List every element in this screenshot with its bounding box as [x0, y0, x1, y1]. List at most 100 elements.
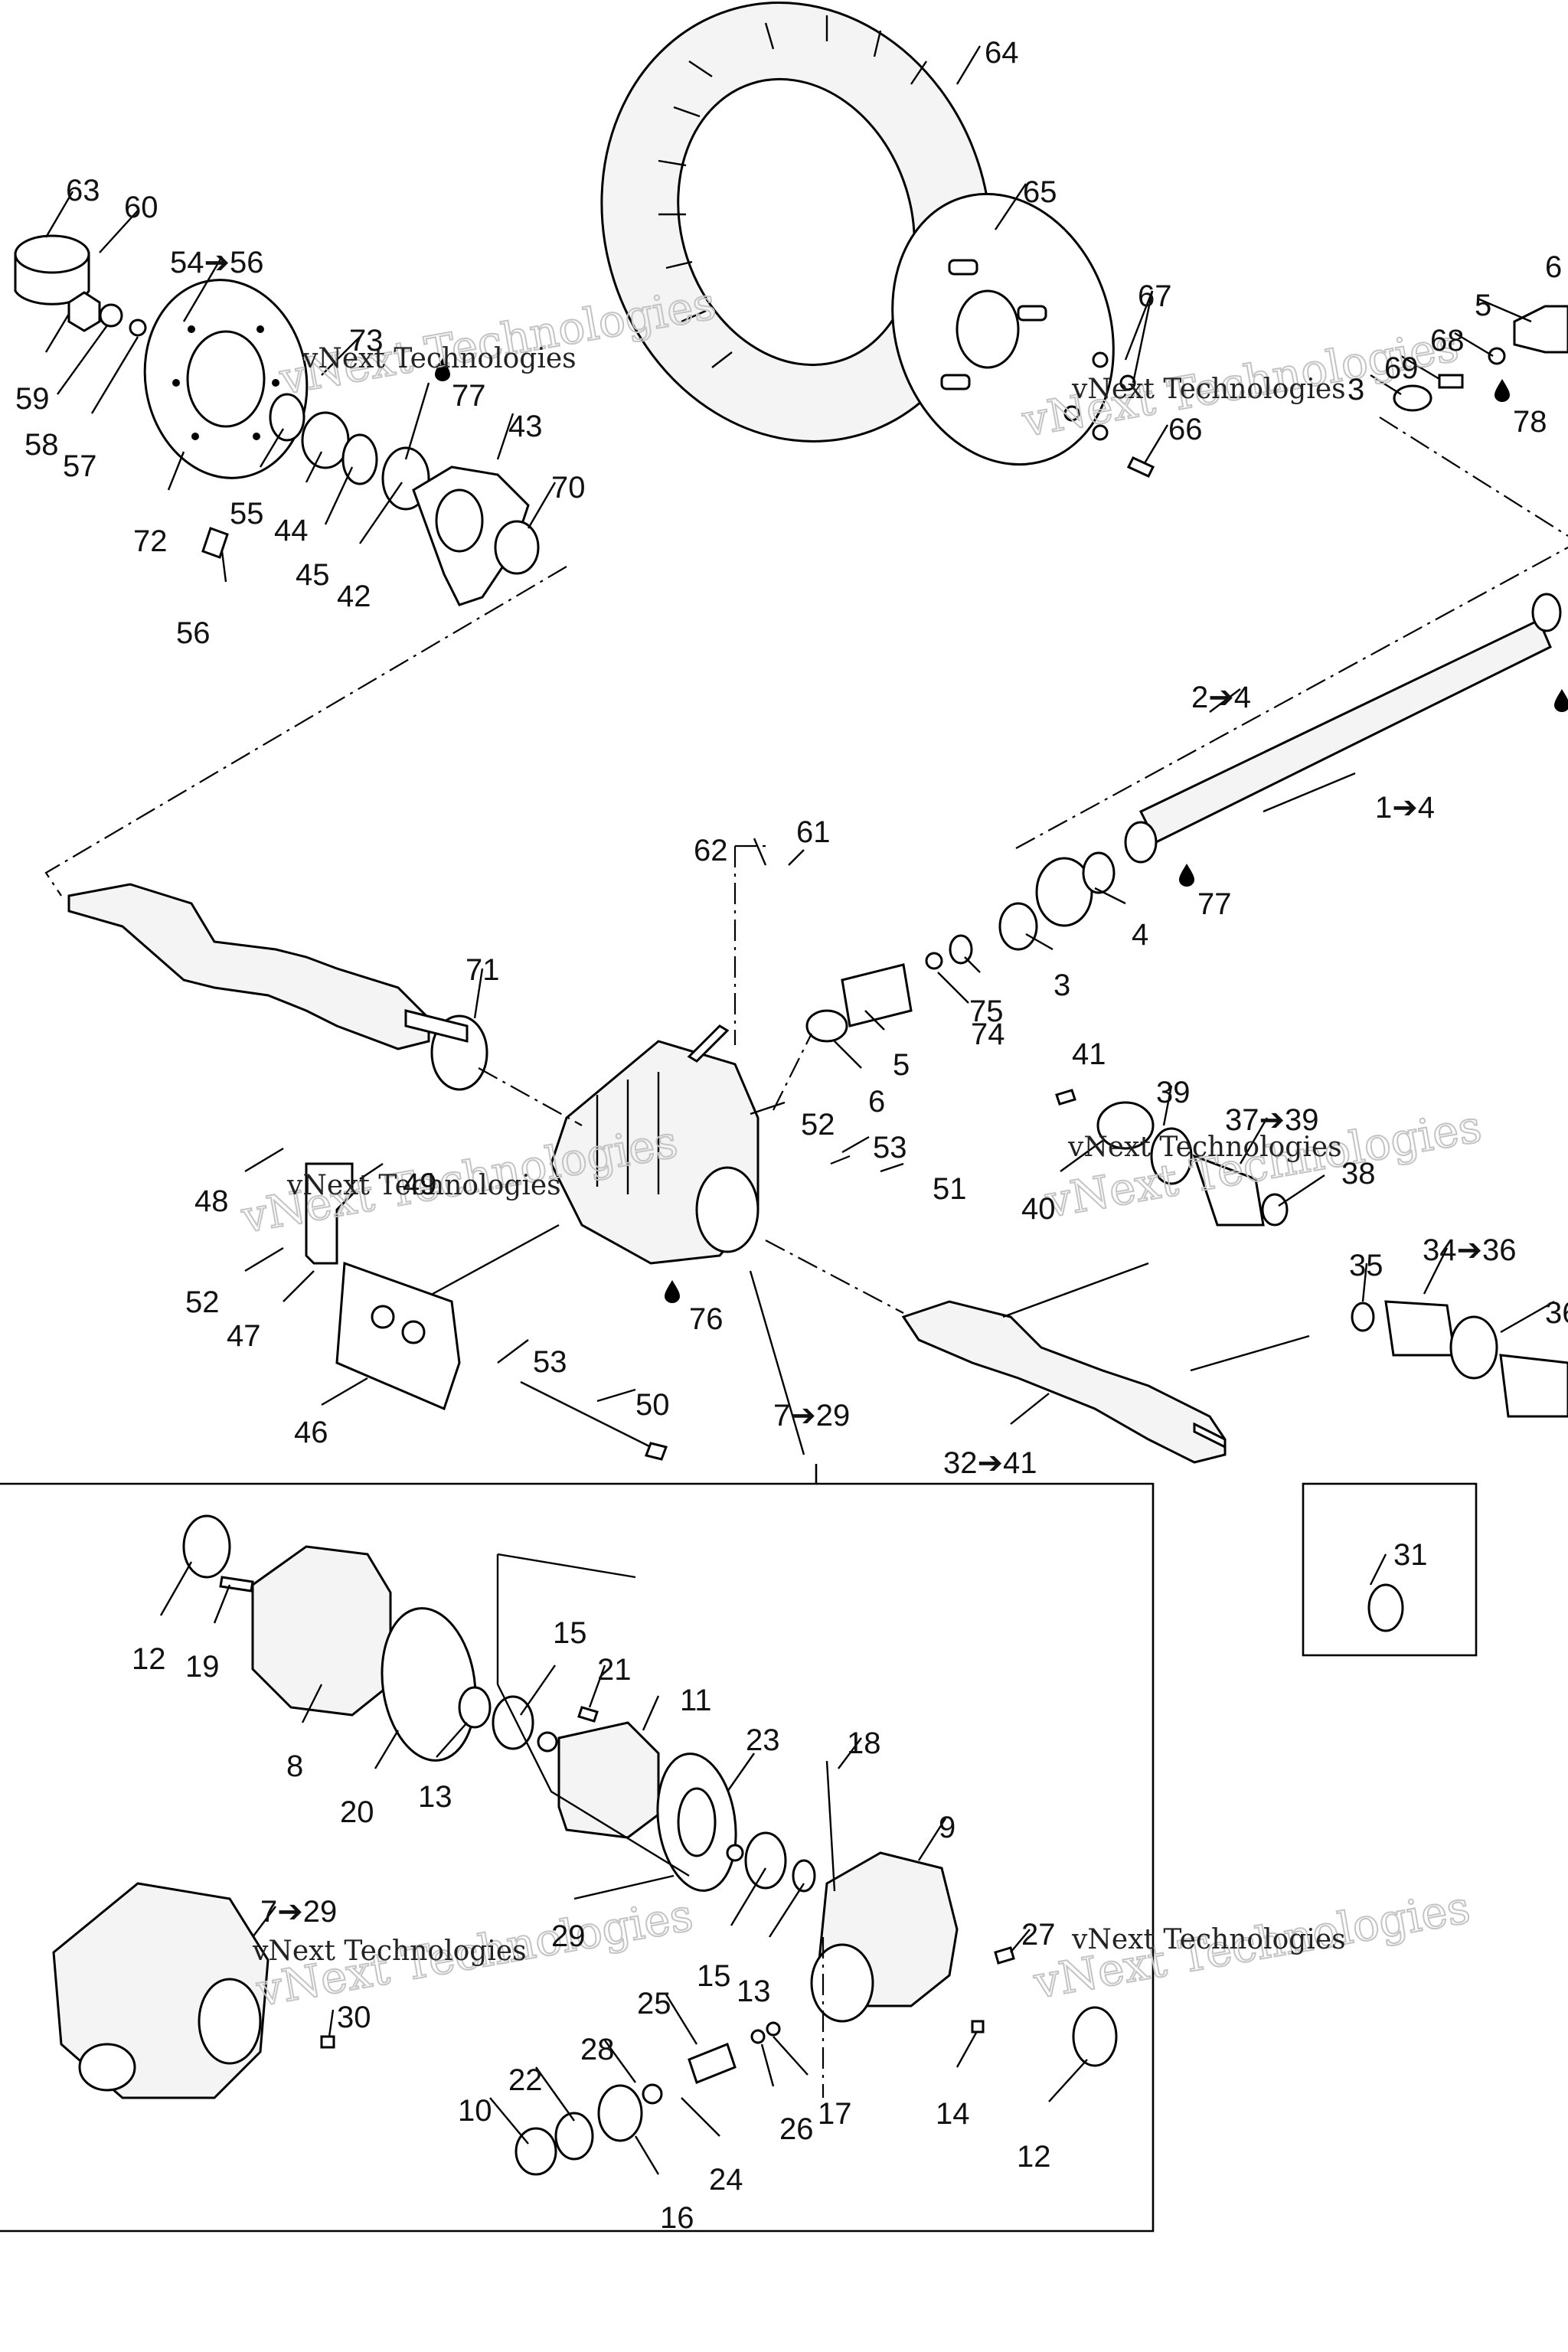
right-hub-parts: [1393, 305, 1568, 412]
callout-c44: 44: [274, 514, 309, 547]
drive-shaft: [805, 593, 1562, 1043]
left-axle: [67, 883, 488, 1091]
callout-c38: 38: [1341, 1157, 1376, 1191]
callout-c64: 64: [985, 36, 1019, 70]
long-bolt: [520, 1380, 668, 1461]
callout-c47: 47: [227, 1319, 261, 1353]
callout-c69: 69: [1384, 351, 1419, 385]
callout-c28: 28: [580, 2033, 615, 2066]
callout-c8: 8: [286, 1749, 303, 1783]
callout-c59: 59: [15, 382, 50, 416]
pinion-gear-stack: [514, 2021, 781, 2176]
callout-c58: 58: [24, 428, 59, 462]
callout-c45: 45: [296, 558, 330, 592]
callout-c68: 68: [1430, 324, 1465, 358]
callout-c53a: 53: [873, 1131, 907, 1165]
callout-c17: 17: [818, 2097, 852, 2131]
callout-c11: 11: [680, 1684, 712, 1717]
callout-c6top: 6: [1545, 250, 1562, 284]
callout-c41: 41: [1072, 1037, 1106, 1071]
callout-c70: 70: [551, 471, 586, 505]
mounting-bracket: [305, 1162, 461, 1411]
brake-disc-hub: [143, 279, 540, 606]
grease-drop-icon: [1494, 379, 1510, 402]
callout-c30: 30: [337, 2001, 371, 2034]
lower-housing-right: [810, 1760, 1118, 2067]
callout-c39: 39: [1156, 1076, 1191, 1109]
callout-c52b: 52: [185, 1285, 220, 1319]
assembly-links: [44, 416, 1568, 2098]
part-31-oring: [1367, 1583, 1404, 1632]
callout-c74: 74: [971, 1018, 1005, 1051]
callout-c50: 50: [635, 1388, 670, 1422]
callout-c21: 21: [597, 1653, 632, 1687]
callout-c13a: 13: [418, 1780, 452, 1814]
callout-c35: 35: [1349, 1249, 1383, 1282]
lower-housing-left: [182, 1514, 599, 1762]
callout-c12a: 12: [132, 1642, 166, 1676]
callout-c3top: 3: [1348, 373, 1364, 407]
callout-c9: 9: [939, 1811, 956, 1844]
callout-c24: 2➔4: [1191, 681, 1251, 714]
callout-c3739: 37➔39: [1225, 1103, 1319, 1137]
callout-c19: 19: [185, 1650, 220, 1684]
cv-joint-parts: [1055, 1089, 1289, 1227]
callout-c77b: 77: [1197, 887, 1232, 921]
callout-c62: 62: [694, 834, 728, 867]
differential-carrier: [557, 1721, 816, 1893]
callout-c52a: 52: [801, 1108, 835, 1142]
callout-c27: 27: [1021, 1918, 1056, 1952]
callout-c60: 60: [124, 191, 158, 224]
callout-c22: 22: [508, 2063, 543, 2097]
callout-c55: 55: [230, 497, 264, 531]
callout-c48: 48: [194, 1184, 229, 1218]
svg-text:vNext Technologies: vNext Technologies: [286, 1170, 561, 1201]
callout-c57: 57: [63, 449, 97, 483]
callout-c72: 72: [133, 524, 168, 558]
callout-c29: 29: [551, 1919, 586, 1953]
callout-c20: 20: [340, 1795, 374, 1829]
callout-c51: 51: [933, 1172, 967, 1206]
callout-c65: 65: [1023, 175, 1057, 209]
callout-c42: 42: [337, 580, 371, 613]
callout-c10: 10: [458, 2094, 492, 2128]
callout-c73: 73: [349, 324, 384, 358]
callout-c6: 6: [868, 1085, 885, 1119]
tire-and-rim: [600, 2, 1115, 466]
callout-c729a: 7➔29: [773, 1399, 850, 1432]
callout-c66: 66: [1168, 413, 1203, 446]
callout-c18: 18: [847, 1726, 881, 1760]
assembled-differential: [52, 1882, 335, 2099]
callout-c15b: 15: [697, 1959, 731, 1993]
callout-c3436: 34➔36: [1423, 1233, 1517, 1267]
callout-c67: 67: [1138, 279, 1172, 313]
grease-drop-icon: [665, 1280, 680, 1303]
callout-c56: 56: [176, 616, 211, 650]
grease-drop-icon: [1179, 864, 1194, 887]
leader-lines: [44, 45, 1555, 2175]
svg-text:vNext Technologies: vNext Technologies: [1071, 374, 1346, 405]
grease-drop-icon: [1554, 689, 1568, 712]
callout-c3241: 32➔41: [943, 1446, 1037, 1480]
callout-c40: 40: [1021, 1192, 1056, 1226]
callout-c4: 4: [1132, 918, 1148, 952]
callout-c71: 71: [466, 953, 500, 987]
callout-c14b: 14: [936, 2097, 970, 2131]
svg-text:vNext Technologies: vNext Technologies: [302, 343, 577, 374]
callout-c46: 46: [294, 1416, 328, 1449]
callout-c26: 26: [779, 2112, 814, 2146]
callout-c13b: 13: [737, 1975, 771, 2008]
svg-text:vNext Technologies: vNext Technologies: [1067, 1132, 1342, 1163]
callout-c54: 54➔56: [170, 246, 264, 279]
callout-c76: 76: [689, 1302, 724, 1336]
callout-c61: 61: [796, 815, 831, 849]
differential-housing: [550, 1024, 760, 1265]
callout-c25: 25: [637, 1987, 671, 2020]
callout-c16: 16: [660, 2201, 694, 2235]
callout-c729b: 7➔29: [260, 1895, 337, 1929]
svg-text:vNext Technologies: vNext Technologies: [1071, 1924, 1346, 1955]
callout-c12b: 12: [1017, 2140, 1051, 2174]
right-axle: [901, 1300, 1568, 1464]
wheel-nuts: [1063, 351, 1155, 478]
subassembly-frame: [0, 1464, 1155, 2233]
